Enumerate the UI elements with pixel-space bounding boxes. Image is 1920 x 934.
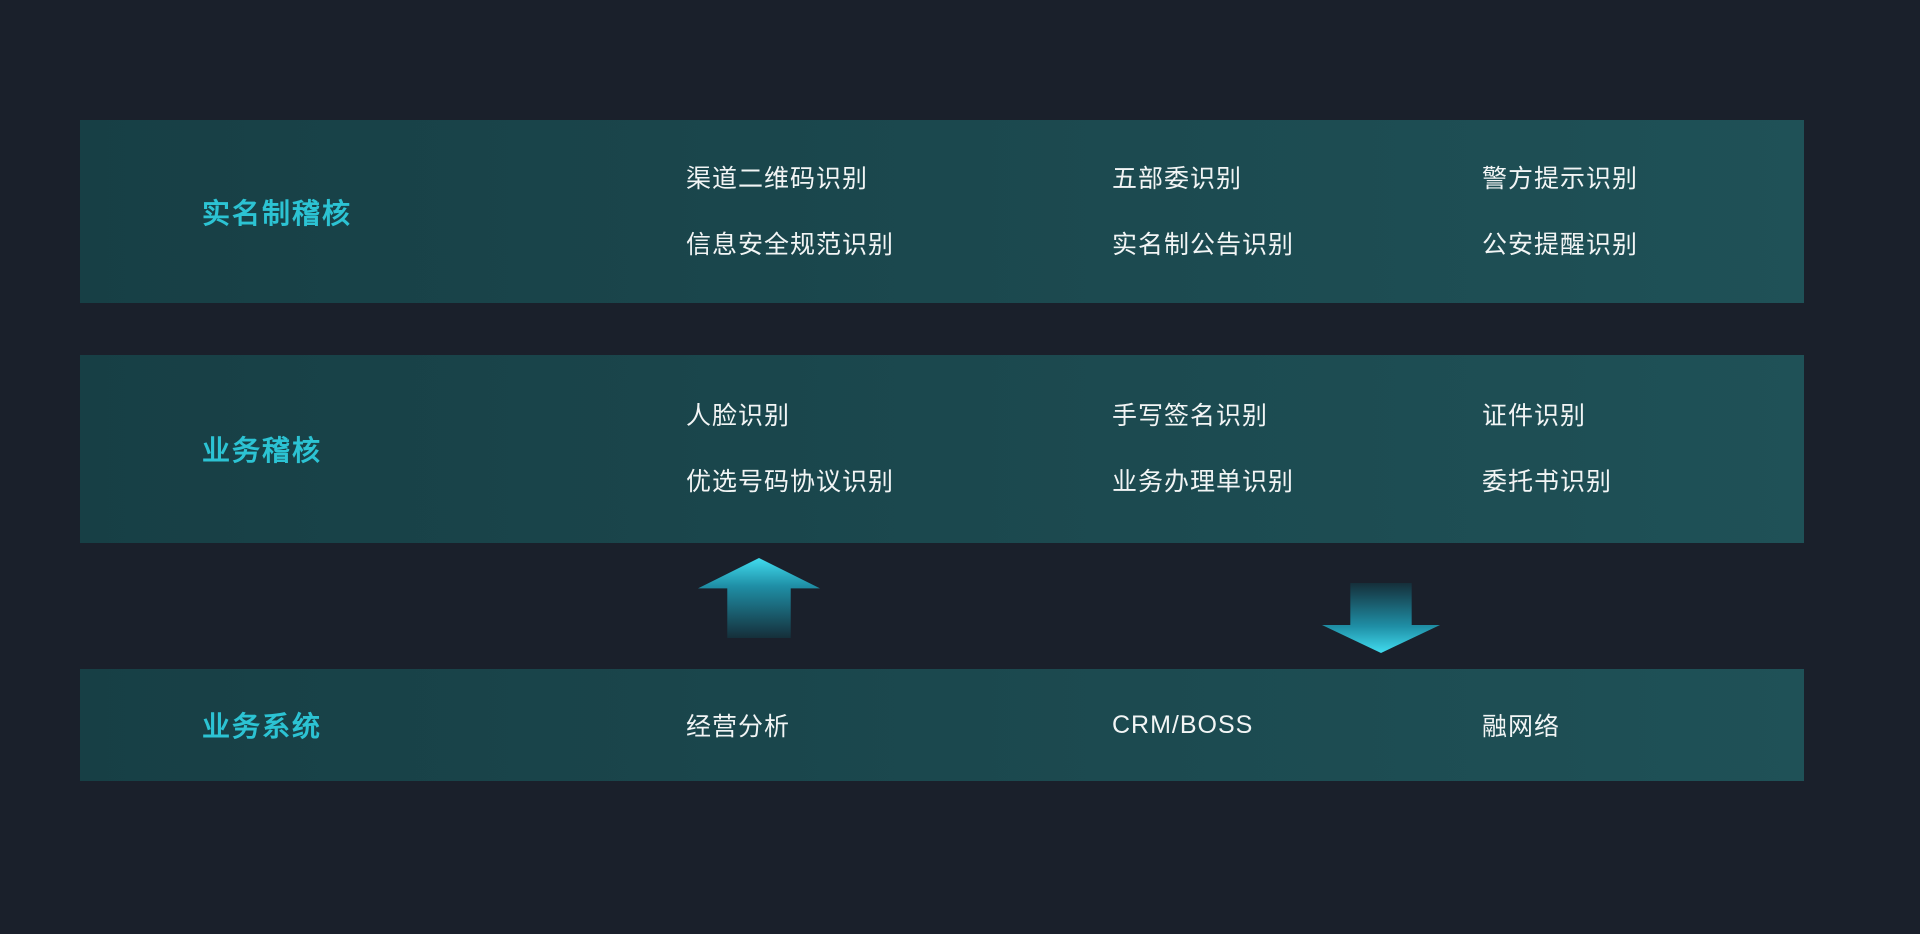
- capability-item: 手写签名识别: [1112, 402, 1269, 430]
- capability-item: 警方提示识别: [1482, 164, 1639, 193]
- capability-item: 渠道二维码识别: [686, 164, 869, 193]
- capability-item: 业务办理单识别: [1112, 468, 1295, 496]
- band-business-systems: 业务系统 经营分析 CRM/BOSS 融网络: [80, 669, 1804, 781]
- band-business-audit: 业务稽核 人脸识别 优选号码协议识别 手写签名识别 业务办理单识别 证件识别 委…: [80, 355, 1804, 543]
- band-realname-audit: 实名制稽核 渠道二维码识别 信息安全规范识别 五部委识别 实名制公告识别 警方提…: [80, 120, 1804, 303]
- realname-audit-column-3: 警方提示识别 公安提醒识别: [1482, 120, 1638, 303]
- business-audit-column-1: 人脸识别 优选号码协议识别: [686, 355, 894, 543]
- up-arrow-icon: [698, 558, 820, 638]
- system-item: 经营分析: [686, 713, 791, 741]
- capability-item: 公安提醒识别: [1482, 230, 1639, 259]
- business-audit-column-3: 证件识别 委托书识别: [1482, 355, 1612, 543]
- capability-item: 证件识别: [1482, 402, 1587, 430]
- band-label-business-systems: 业务系统: [202, 711, 323, 742]
- capability-item: 五部委识别: [1112, 164, 1243, 193]
- realname-audit-column-1: 渠道二维码识别 信息安全规范识别: [686, 120, 894, 303]
- business-audit-column-2: 手写签名识别 业务办理单识别: [1112, 355, 1294, 543]
- capability-item: 委托书识别: [1482, 468, 1613, 496]
- system-item: 融网络: [1482, 713, 1561, 741]
- down-arrow-icon: [1322, 583, 1440, 653]
- realname-audit-column-2: 五部委识别 实名制公告识别: [1112, 120, 1294, 303]
- capability-item: 优选号码协议识别: [686, 468, 895, 496]
- band-label-business-audit: 业务稽核: [202, 435, 323, 466]
- capability-item: 信息安全规范识别: [686, 230, 895, 259]
- band-label-realname-audit: 实名制稽核: [202, 197, 353, 229]
- system-item: CRM/BOSS: [1112, 710, 1254, 739]
- capability-item: 人脸识别: [686, 402, 791, 430]
- capability-item: 实名制公告识别: [1112, 230, 1295, 259]
